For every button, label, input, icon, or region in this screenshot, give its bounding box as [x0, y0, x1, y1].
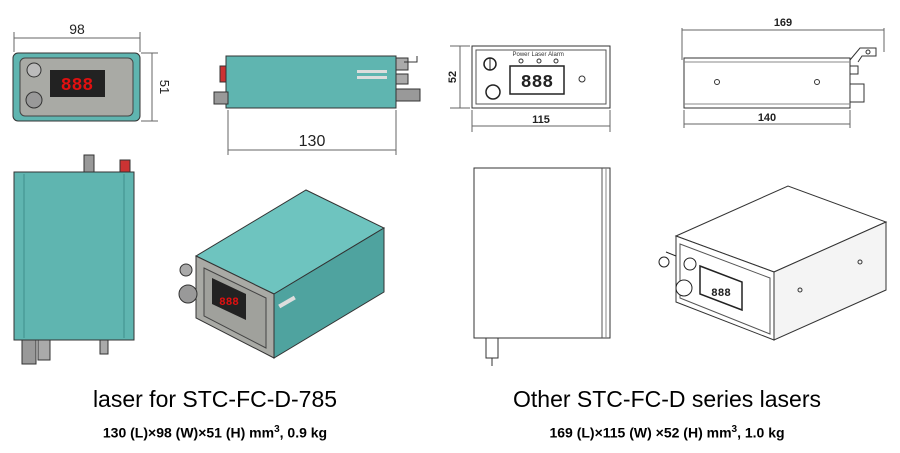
- left-caption-spec: 130 (L)×98 (W)×51 (H) mm3, 0.9 kg: [40, 424, 390, 441]
- right-label-alarm: Alarm: [548, 52, 564, 58]
- right-isometric-view: 888: [658, 185, 888, 341]
- left-spec-prefix: 130 (L)×98 (W)×51 (H) mm: [102, 424, 275, 441]
- dim-length-169: 169: [774, 17, 792, 29]
- right-front-view: Power Laser Alarm 888 52 115: [447, 45, 611, 132]
- dim-height-52: 52: [447, 71, 459, 83]
- right-caption-spec: 169 (L)×115 (W) ×52 (H) mm3, 1.0 kg: [480, 424, 854, 441]
- svg-text:888: 888: [219, 297, 239, 309]
- left-spec-sup: 3: [274, 424, 280, 435]
- left-top-view: [13, 154, 135, 365]
- right-side-view: 169 140: [681, 17, 885, 128]
- right-spec-prefix: 169 (L)×115 (W) ×52 (H) mm: [549, 424, 732, 441]
- left-spec-suffix: , 0.9 kg: [279, 424, 328, 441]
- right-top-view: [473, 167, 611, 366]
- left-front-view: 98 888 51: [12, 21, 172, 122]
- right-spec-suffix: , 1.0 kg: [737, 424, 785, 441]
- dim-height-51: 51: [157, 80, 172, 94]
- dim-width-115: 115: [532, 114, 550, 126]
- right-caption-title: Other STC-FC-D series lasers: [513, 386, 821, 412]
- left-front-display: 888: [61, 76, 93, 96]
- left-isometric-view: 888: [178, 189, 386, 359]
- dim-width-98: 98: [69, 21, 85, 37]
- left-side-view: 130: [213, 55, 421, 155]
- dim-length-140: 140: [758, 112, 776, 124]
- dim-length-130: 130: [299, 133, 326, 150]
- right-spec-sup: 3: [731, 424, 738, 435]
- left-caption-title: laser for STC-FC-D-785: [92, 386, 338, 412]
- right-label-power: Power: [512, 52, 529, 58]
- right-front-display: 888: [521, 73, 553, 93]
- right-label-laser: Laser: [531, 52, 546, 58]
- svg-text:888: 888: [711, 288, 731, 300]
